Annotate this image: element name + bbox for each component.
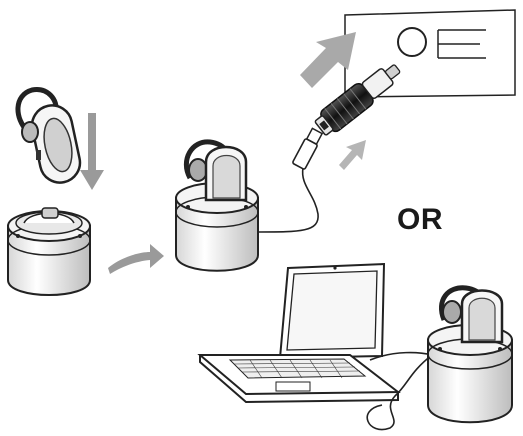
cradle-with-headset-right: [428, 288, 512, 422]
cable-to-car-charger: [258, 168, 318, 232]
cradle-with-headset-center: [176, 142, 258, 271]
or-label: OR: [397, 203, 443, 237]
usb-plug-icon: [292, 128, 322, 169]
arrow-down: [80, 113, 104, 190]
laptop-icon: [200, 264, 398, 402]
arrow-curved-right: [108, 244, 164, 274]
cradle-empty: [8, 208, 90, 295]
headset-step1: [18, 90, 84, 187]
arrow-up-small: [339, 140, 366, 170]
